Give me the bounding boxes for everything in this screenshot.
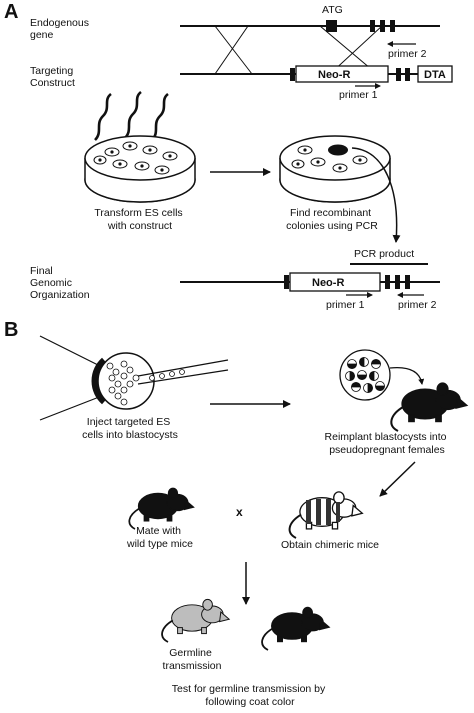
- germline-caption: Germline transmission: [163, 647, 222, 672]
- mate-caption: Mate with wild type mice: [126, 525, 193, 550]
- reimplant-caption: Reimplant blastocysts into pseudopregnan…: [325, 431, 450, 456]
- atg-label: ATG: [322, 4, 343, 16]
- exon-1: [370, 20, 375, 32]
- primer-2-label: primer 2: [388, 48, 427, 60]
- neo-r-final-box: [289, 272, 381, 292]
- pseudopregnant-mouse-icon: [390, 382, 468, 433]
- neo-r-final-label: Neo-R: [312, 277, 344, 289]
- pcr-product-label: PCR product: [354, 248, 414, 260]
- primer-2-final-label: primer 2: [398, 299, 437, 311]
- final-genome-map: [180, 272, 440, 292]
- targeting-construct-map: [180, 65, 453, 83]
- petri-dish-selection: [279, 135, 391, 203]
- exon-2: [380, 20, 385, 32]
- transform-caption: Transform ES cells with construct: [94, 207, 185, 232]
- targeting-construct-label: Targeting Construct: [30, 65, 76, 89]
- germline-mouse-icon: [161, 598, 231, 643]
- test-caption: Test for germline transmission by follow…: [172, 683, 328, 708]
- panel-a-letter: A: [4, 1, 18, 23]
- non-germline-mouse-icon: [261, 606, 331, 651]
- blastocyst-injection: [39, 335, 229, 421]
- blastocyst-dish: [339, 349, 391, 401]
- arrow-to-surrogate: [389, 366, 425, 385]
- panel-b-letter: B: [4, 319, 18, 341]
- endogenous-gene-label: Endogenous gene: [30, 17, 92, 41]
- arrow-to-chimeric: [379, 461, 416, 497]
- petri-dish-transform: [84, 90, 196, 203]
- exon-3: [390, 20, 395, 32]
- final-genomic-label: Final Genomic Organization: [30, 265, 90, 301]
- find-caption: Find recombinant colonies using PCR: [286, 207, 378, 232]
- chimeric-mouse-icon: [288, 490, 364, 539]
- cross-symbol: x: [236, 505, 243, 519]
- neo-r-box: [295, 65, 389, 83]
- chimeric-caption: Obtain chimeric mice: [281, 539, 379, 551]
- arrow-to-final-genome: [351, 147, 401, 243]
- primer-1-final-label: primer 1: [326, 299, 365, 311]
- inject-caption: Inject targeted ES cells into blastocyst…: [82, 416, 178, 441]
- dta-label: DTA: [424, 69, 446, 81]
- neo-r-label: Neo-R: [318, 69, 350, 81]
- atg-exon: [326, 20, 337, 32]
- endogenous-gene-map: [180, 20, 440, 32]
- dta-box: [417, 65, 453, 83]
- wild-type-mouse-icon: [128, 487, 195, 530]
- primer-1-label: primer 1: [339, 89, 378, 101]
- recombinant-colony: [328, 144, 348, 156]
